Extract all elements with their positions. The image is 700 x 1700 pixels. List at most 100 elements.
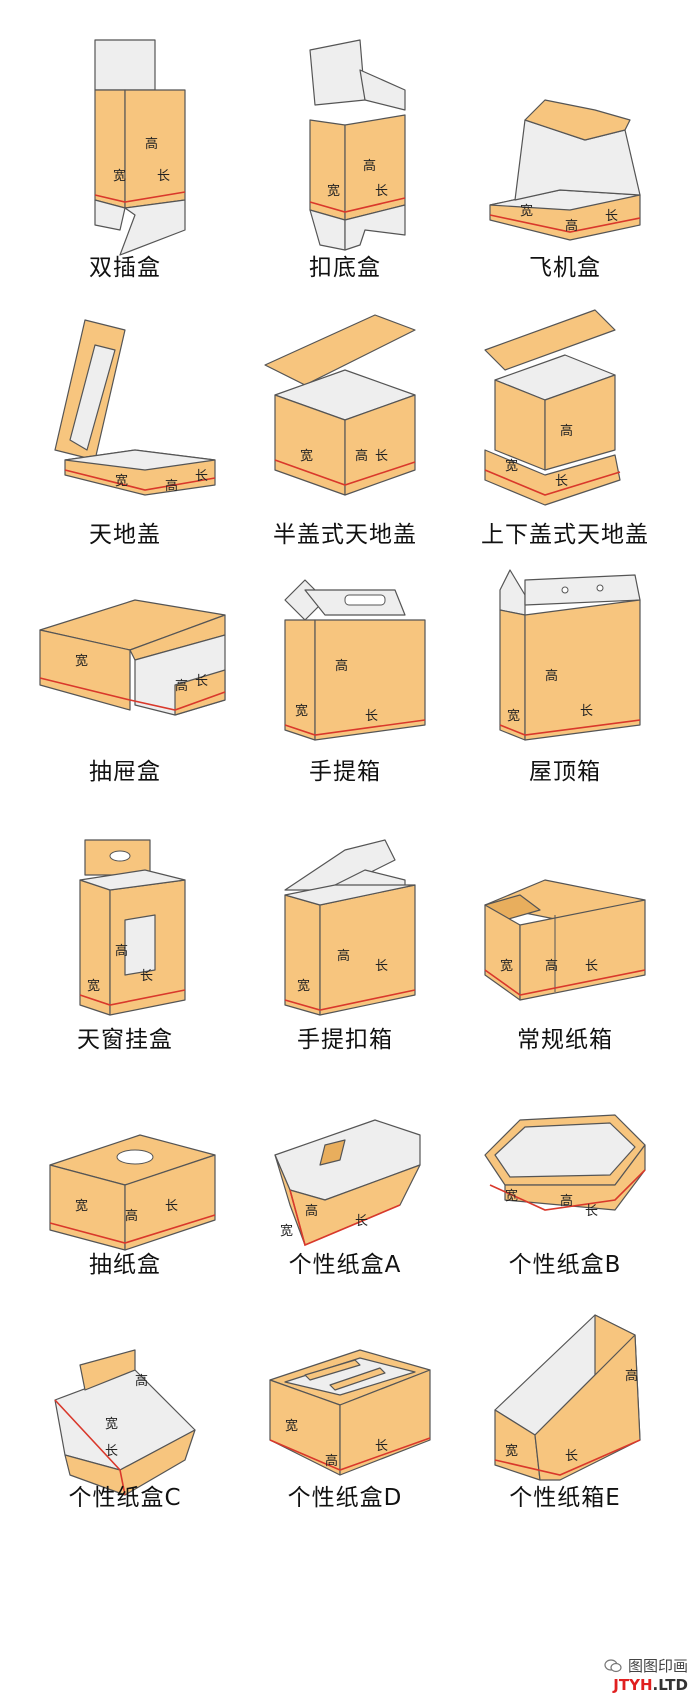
box-caption: 个性纸盒A: [288, 1252, 402, 1278]
dim-label-height: 高: [165, 478, 178, 494]
box-caption: 手提扣箱: [297, 1027, 393, 1053]
dim-label-length: 长: [165, 1199, 178, 1214]
dim-label-height: 高: [355, 448, 368, 464]
box-caption: 双插盒: [89, 255, 161, 281]
dim-label-width: 宽: [507, 708, 520, 724]
box-caption: 个性纸箱E: [509, 1485, 621, 1511]
box-caption: 半盖式天地盖: [273, 522, 417, 548]
dim-label-width: 宽: [105, 1416, 118, 1432]
box-illustration: 宽高长: [274, 1119, 421, 1247]
dim-label-width: 宽: [113, 168, 126, 184]
box-illustration: 宽高长: [284, 839, 416, 1016]
box-caption: 上下盖式天地盖: [481, 522, 649, 548]
box-caption: 常规纸箱: [517, 1027, 613, 1053]
dim-label-height: 高: [560, 1193, 573, 1209]
box-type-divider-tray: 宽高长个性纸盒D: [235, 1290, 455, 1550]
box-caption: 抽纸盒: [89, 1252, 161, 1278]
box-illustration: 宽高长: [269, 1349, 431, 1476]
box-illustration: 宽 高长: [494, 1314, 641, 1481]
box-illustration: 宽高长: [39, 599, 226, 716]
box-type-mailer: 宽高长飞机盒: [455, 10, 675, 281]
dim-label-length: 长: [375, 1439, 388, 1454]
box-caption: 天地盖: [89, 522, 161, 548]
box-type-drawer: 宽高长抽屉盒: [15, 540, 235, 800]
box-type-handle-lock: 宽高长手提扣箱: [235, 810, 455, 1070]
dim-label-height: 高: [560, 423, 573, 439]
dim-label-width: 宽: [327, 183, 340, 199]
wechat-icon: [604, 1659, 622, 1673]
box-illustration: 宽高长: [94, 39, 186, 256]
dim-label-height: 高: [115, 943, 128, 959]
box-illustration: 宽 高长: [484, 1114, 646, 1219]
box-type-hex-tray: 宽 高长个性纸盒B: [455, 1055, 675, 1315]
watermark-name: 图图印画: [627, 1657, 688, 1675]
box-caption: 天窗挂盒: [77, 1027, 173, 1053]
box-illustration: 宽 高长: [499, 569, 641, 741]
dim-label-width: 宽: [300, 448, 313, 464]
dim-label-height: 高: [545, 668, 558, 684]
dim-label-length: 长: [140, 969, 153, 984]
box-caption: 手提箱: [309, 759, 381, 785]
dim-label-height: 高: [335, 658, 348, 674]
box-type-snap-bottom: 宽 高长扣底盒: [235, 10, 455, 281]
box-caption: 个性纸盒B: [508, 1252, 622, 1278]
dim-label-height: 高: [135, 1373, 148, 1389]
dim-label-width: 宽: [520, 203, 533, 219]
dim-label-width: 宽: [115, 473, 128, 489]
box-caption: 抽屉盒: [89, 759, 161, 785]
watermark: 图图印画 JTYH.LTD: [604, 1655, 688, 1694]
dim-label-length: 长: [195, 469, 208, 484]
dim-label-length: 长: [585, 1204, 598, 1219]
dim-label-height: 高: [363, 158, 376, 174]
box-illustration: 宽高长: [489, 99, 641, 241]
dim-label-width: 宽: [505, 1188, 518, 1204]
dim-label-width: 宽: [505, 458, 518, 474]
dim-label-length: 长: [375, 184, 388, 199]
box-illustration: 宽 高长: [284, 579, 426, 741]
box-illustration: 宽高长: [49, 1134, 216, 1251]
dim-label-width: 宽: [505, 1443, 518, 1459]
dim-label-length: 长: [375, 449, 388, 464]
box-type-top-bottom-lid: 宽高长上下盖式天地盖: [455, 290, 675, 550]
box-type-tuck-end: 宽高长双插盒: [15, 10, 235, 281]
dim-label-height: 高: [337, 948, 350, 964]
watermark-domain-brand: JTYH: [613, 1676, 653, 1694]
dim-label-width: 宽: [87, 978, 100, 994]
box-caption: 扣底盒: [309, 255, 381, 281]
box-illustration: 宽 高长: [79, 839, 186, 1016]
watermark-domain-suffix: .LTD: [652, 1676, 688, 1694]
box-type-gable-box: 宽 高长屋顶箱: [455, 540, 675, 800]
dim-label-length: 长: [565, 1449, 578, 1464]
dim-label-length: 长: [105, 1444, 118, 1459]
dim-label-width: 宽: [75, 1198, 88, 1214]
box-illustration: 宽高长: [484, 309, 621, 506]
dim-label-length: 长: [365, 709, 378, 724]
box-illustration: 宽 高长: [264, 314, 416, 496]
box-type-lid-base-hinged: 宽 高 长天地盖: [15, 290, 235, 550]
dim-label-width: 宽: [295, 703, 308, 719]
box-illustration: 宽 高长: [54, 1349, 196, 1496]
box-type-curve-tray: 宽 高长个性纸盒C: [15, 1290, 235, 1550]
dim-label-length: 长: [585, 959, 598, 974]
dim-label-height: 高: [545, 958, 558, 974]
dim-label-length: 长: [355, 1214, 368, 1229]
dim-label-length: 长: [195, 674, 208, 689]
box-type-slant-box: 宽 高长个性纸箱E: [455, 1290, 675, 1550]
box-type-handle-box: 宽 高长手提箱: [235, 540, 455, 800]
dim-label-length: 长: [580, 704, 593, 719]
dim-label-width: 宽: [500, 958, 513, 974]
box-caption: 屋顶箱: [529, 759, 601, 785]
box-type-tissue: 宽高 长抽纸盒: [15, 1055, 235, 1315]
box-caption: 飞机盒: [529, 255, 601, 281]
dim-label-height: 高: [625, 1368, 638, 1384]
dim-label-width: 宽: [75, 653, 88, 669]
box-caption: 个性纸盒D: [287, 1485, 403, 1511]
dim-label-width: 宽: [280, 1223, 293, 1239]
box-caption: 个性纸盒C: [68, 1485, 182, 1511]
box-illustration: 宽高长: [484, 879, 646, 1001]
dim-label-height: 高: [125, 1208, 138, 1224]
dim-label-width: 宽: [285, 1418, 298, 1434]
dim-label-height: 高: [175, 678, 188, 694]
dim-label-width: 宽: [297, 978, 310, 994]
